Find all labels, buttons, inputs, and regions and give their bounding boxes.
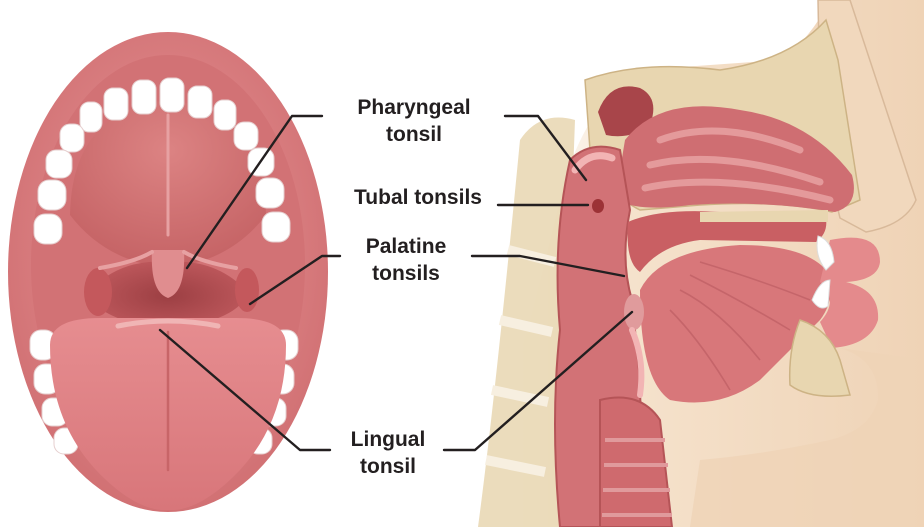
upper-teeth <box>33 77 291 245</box>
label-lingual-line2: tonsil <box>360 455 416 478</box>
leader-lingual-right <box>442 310 634 452</box>
label-palatine-line2: tonsils <box>372 262 440 285</box>
chin-skin <box>690 348 924 527</box>
leader-lingual-left <box>158 328 332 452</box>
palatine-tonsil-right <box>235 268 259 312</box>
open-mouth-illustration <box>8 32 328 512</box>
leader-pharyngeal-right <box>503 114 588 182</box>
leader-lines <box>158 114 634 452</box>
nasal-turbinates <box>641 127 834 204</box>
label-pharyngeal-line1: Pharyngeal <box>357 96 471 119</box>
hard-palate-bone <box>700 210 828 222</box>
tongue-section <box>640 245 832 403</box>
lingual-tonsil-area <box>115 318 221 329</box>
mandible <box>788 319 851 397</box>
trachea-rings <box>602 438 672 517</box>
leader-pharyngeal-left <box>185 114 324 270</box>
label-palatine-tonsils: Palatine tonsils <box>344 233 468 287</box>
sagittal-section-illustration <box>470 0 924 527</box>
lower-incisor <box>811 279 831 309</box>
palatine-tonsil-left <box>84 268 112 316</box>
tongue-muscle-fibers <box>669 261 811 391</box>
label-pharyngeal-line2: tonsil <box>386 123 442 146</box>
label-lingual-tonsil: Lingual tonsil <box>334 426 442 480</box>
uvula <box>151 250 185 298</box>
label-pharyngeal-tonsil: Pharyngeal tonsil <box>339 94 489 148</box>
label-tubal-tonsils: Tubal tonsils <box>340 184 496 211</box>
soft-palate-edge <box>98 250 238 270</box>
upper-incisor <box>816 235 835 271</box>
sphenoid-sinus <box>598 86 654 137</box>
lips-section <box>820 237 880 348</box>
palatine-tonsil-section <box>624 294 644 330</box>
label-tubal-line1: Tubal tonsils <box>354 186 482 209</box>
soft-palate <box>627 211 827 272</box>
epiglottis <box>629 327 645 398</box>
leader-palatine-right <box>470 254 626 278</box>
tubal-tonsil <box>592 199 604 213</box>
label-lingual-line1: Lingual <box>350 428 426 451</box>
label-palatine-line1: Palatine <box>365 235 447 258</box>
leader-palatine-left <box>248 254 342 306</box>
